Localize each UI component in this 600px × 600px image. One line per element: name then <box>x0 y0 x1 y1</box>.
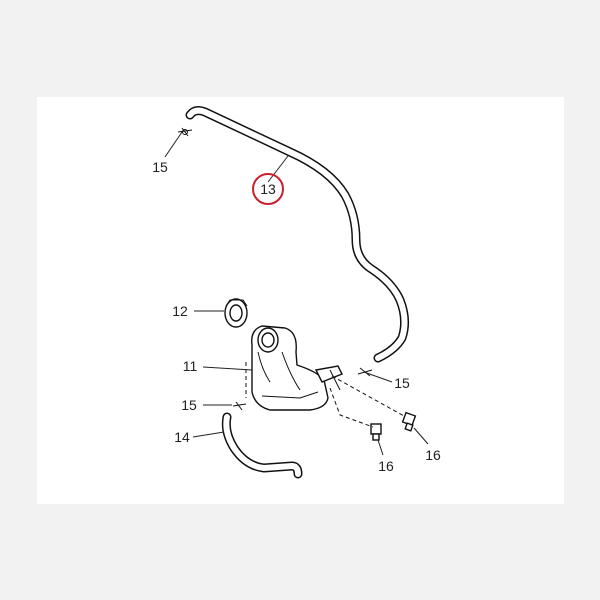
callout-15-right: 15 <box>394 375 410 391</box>
leader-16-right <box>413 427 429 445</box>
cap-12 <box>224 298 248 328</box>
bolt-16-right <box>401 411 417 432</box>
diagram-panel <box>37 97 564 504</box>
hose-14 <box>221 412 303 479</box>
leader-13 <box>267 155 289 183</box>
callout-13: 13 <box>260 181 276 197</box>
callout-15-left: 15 <box>181 397 197 413</box>
highlight-circle-13 <box>252 173 284 205</box>
clip-15-left <box>232 401 247 411</box>
assembly-line-1 <box>329 387 374 428</box>
leader-11 <box>202 366 253 371</box>
callout-16-left: 16 <box>378 458 394 474</box>
leader-16-left <box>377 439 384 456</box>
callout-15-top: 15 <box>152 159 168 175</box>
reservoir-tank-11 <box>251 325 343 411</box>
callout-11: 11 <box>183 358 198 374</box>
callout-12: 12 <box>172 303 188 319</box>
leader-14 <box>192 431 225 438</box>
leader-15-right <box>363 371 393 383</box>
clip-15-top <box>177 127 193 137</box>
callout-16-right: 16 <box>425 447 441 463</box>
hose-13 <box>185 106 410 363</box>
assembly-line-2 <box>331 375 405 417</box>
leader-15-top <box>164 131 183 158</box>
bolt-16-left <box>370 423 382 441</box>
callout-14: 14 <box>174 429 190 445</box>
